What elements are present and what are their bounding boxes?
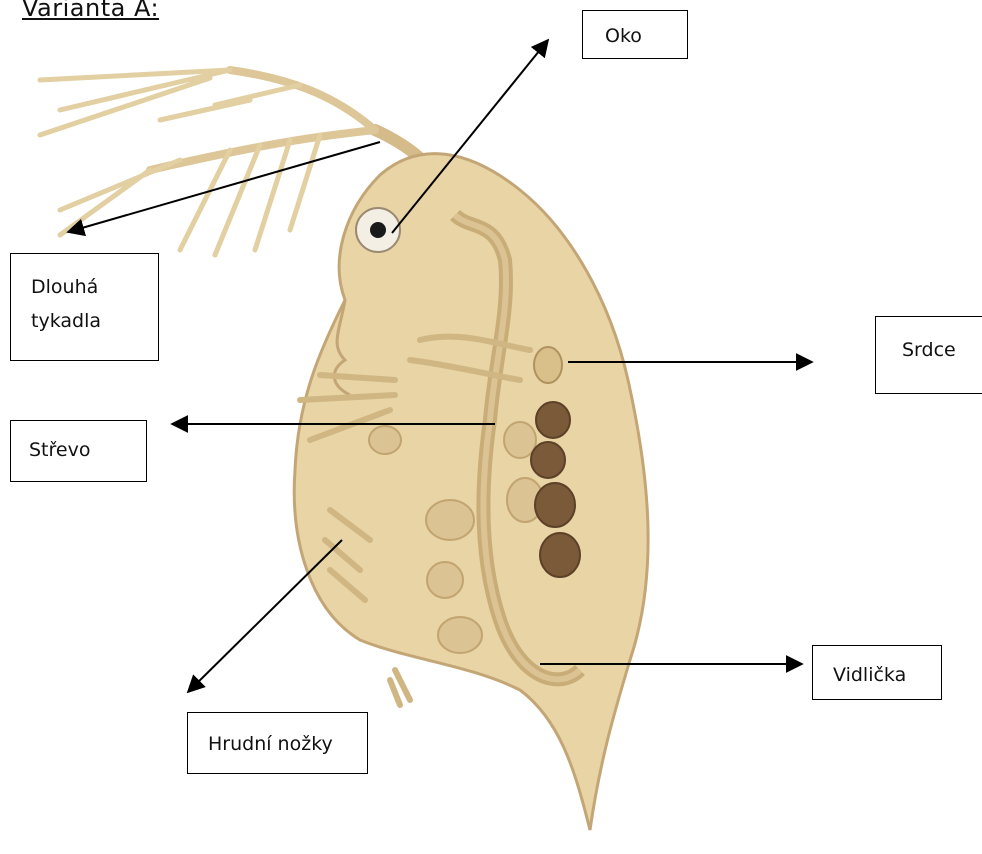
label-dlouha-line-2: tykadla: [31, 304, 158, 338]
heart: [534, 347, 562, 383]
label-srdce: Srdce: [875, 316, 982, 394]
label-vidlicka-text: Vidlička: [833, 658, 941, 692]
label-oko: Oko: [582, 10, 688, 59]
label-dlouha-line-1: Dlouhá: [31, 270, 158, 304]
label-srdce-text: Srdce: [902, 333, 982, 367]
label-oko-text: Oko: [605, 19, 687, 53]
label-vidlicka: Vidlička: [812, 645, 942, 700]
arrow-hrudni-nozky: [188, 540, 342, 692]
label-hrudni-nozky: Hrudní nožky: [187, 712, 368, 774]
label-strevo-text: Střevo: [29, 433, 146, 467]
label-dlouha-tykadla: Dlouhá tykadla: [10, 253, 159, 361]
label-hrudni-text: Hrudní nožky: [208, 727, 367, 761]
label-strevo: Střevo: [10, 420, 147, 482]
antenna-lower-branch: [150, 130, 375, 170]
